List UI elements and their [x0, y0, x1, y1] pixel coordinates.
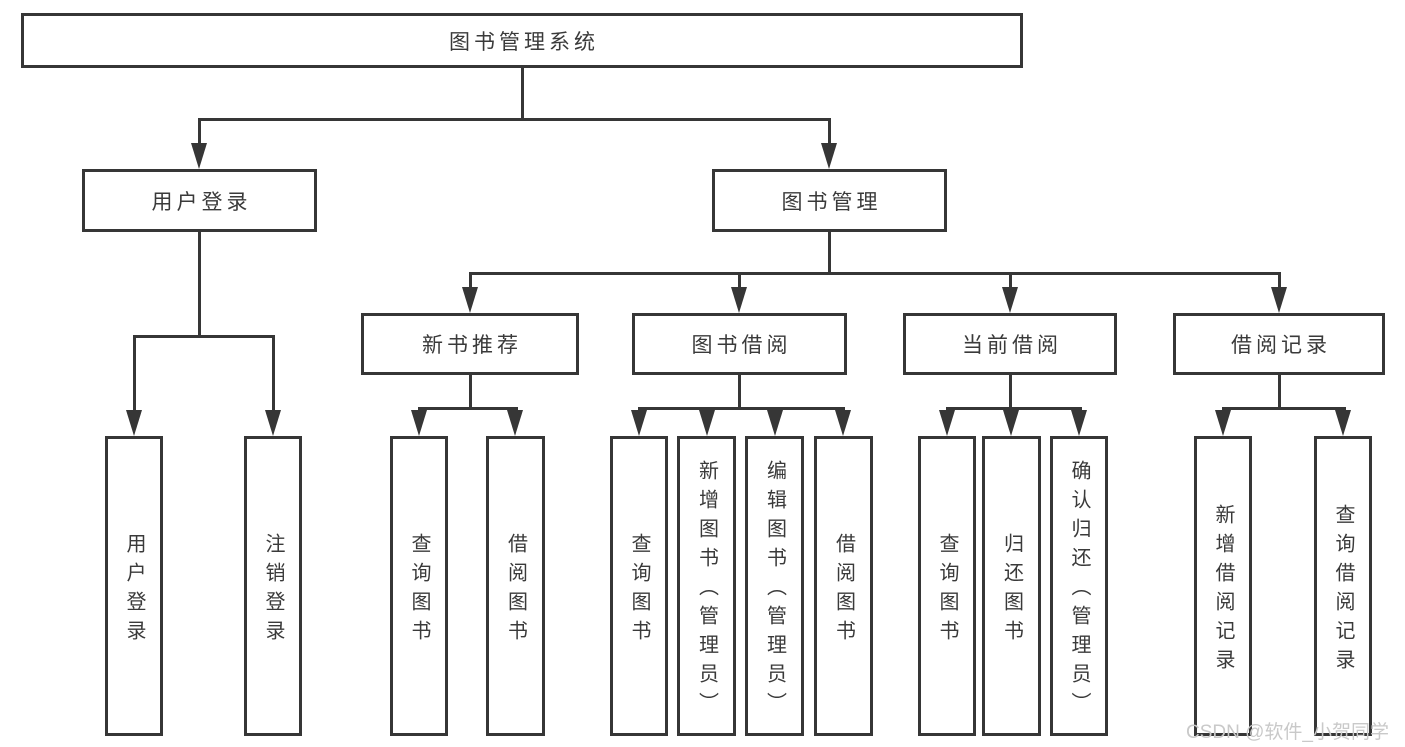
arrow-down-icon	[939, 410, 955, 436]
connector-bookmgmt-drop	[469, 272, 472, 289]
arrow-down-icon	[265, 410, 281, 436]
connector-bookmgmt-drop	[1009, 272, 1012, 289]
node-leaf-cb-query-books: 查询图书	[918, 436, 976, 736]
arrow-down-icon	[191, 143, 207, 169]
arrow-down-icon	[1335, 410, 1351, 436]
arrow-down-icon	[411, 410, 427, 436]
connector-userlogin-drop	[133, 335, 136, 413]
node-leaf-br-query-record: 查询借阅记录	[1314, 436, 1372, 736]
arrow-down-icon	[1003, 410, 1019, 436]
node-leaf-logout: 注销登录	[244, 436, 302, 736]
node-leaf-bb-query-books: 查询图书	[610, 436, 668, 736]
arrow-down-icon	[126, 410, 142, 436]
node-leaf-nbr-query-books: 查询图书	[390, 436, 448, 736]
connector-root-drop-left	[198, 118, 201, 146]
connector-bookmgmt-stem	[828, 232, 831, 275]
connector-cb-stem	[1009, 375, 1012, 410]
connector-br-stem	[1278, 375, 1281, 410]
connector-cb-bar	[946, 407, 1082, 410]
node-leaf-bb-edit-books-admin: 编辑图书（管理员）	[745, 436, 804, 736]
arrow-down-icon	[631, 410, 647, 436]
node-leaf-user-login: 用户登录	[105, 436, 163, 736]
connector-bookmgmt-bar	[469, 272, 1281, 275]
arrow-down-icon	[731, 287, 747, 313]
arrow-down-icon	[507, 410, 523, 436]
connector-userlogin-bar	[133, 335, 275, 338]
node-leaf-bb-borrow-books: 借阅图书	[814, 436, 873, 736]
node-borrow-records: 借阅记录	[1173, 313, 1385, 375]
arrow-down-icon	[821, 143, 837, 169]
connector-root-drop-right	[828, 118, 831, 146]
connector-root-stem	[521, 68, 524, 120]
node-leaf-br-add-record: 新增借阅记录	[1194, 436, 1252, 736]
arrow-down-icon	[767, 410, 783, 436]
connector-userlogin-stem	[198, 232, 201, 338]
connector-bookmgmt-drop	[738, 272, 741, 289]
node-leaf-cb-return-books: 归还图书	[982, 436, 1041, 736]
arrow-down-icon	[835, 410, 851, 436]
arrow-down-icon	[1002, 287, 1018, 313]
node-book-management: 图书管理	[712, 169, 947, 232]
arrow-down-icon	[462, 287, 478, 313]
connector-bookmgmt-drop	[1278, 272, 1281, 289]
node-leaf-nbr-borrow-books: 借阅图书	[486, 436, 545, 736]
watermark-text: CSDN @软件_小贺同学	[1186, 722, 1389, 743]
node-book-borrow: 图书借阅	[632, 313, 847, 375]
connector-root-bar	[198, 118, 831, 121]
arrow-down-icon	[1215, 410, 1231, 436]
connector-br-bar	[1222, 407, 1346, 410]
node-new-book-recommend: 新书推荐	[361, 313, 579, 375]
connector-nbr-bar	[418, 407, 518, 410]
connector-bb-stem	[738, 375, 741, 410]
node-root: 图书管理系统	[21, 13, 1023, 68]
node-leaf-bb-add-books-admin: 新增图书（管理员）	[677, 436, 736, 736]
node-current-borrow: 当前借阅	[903, 313, 1117, 375]
arrow-down-icon	[1271, 287, 1287, 313]
node-leaf-cb-confirm-return-admin: 确认归还（管理员）	[1050, 436, 1108, 736]
arrow-down-icon	[1071, 410, 1087, 436]
connector-bb-bar	[638, 407, 845, 410]
connector-userlogin-drop	[272, 335, 275, 413]
node-user-login: 用户登录	[82, 169, 317, 232]
connector-nbr-stem	[469, 375, 472, 410]
arrow-down-icon	[699, 410, 715, 436]
